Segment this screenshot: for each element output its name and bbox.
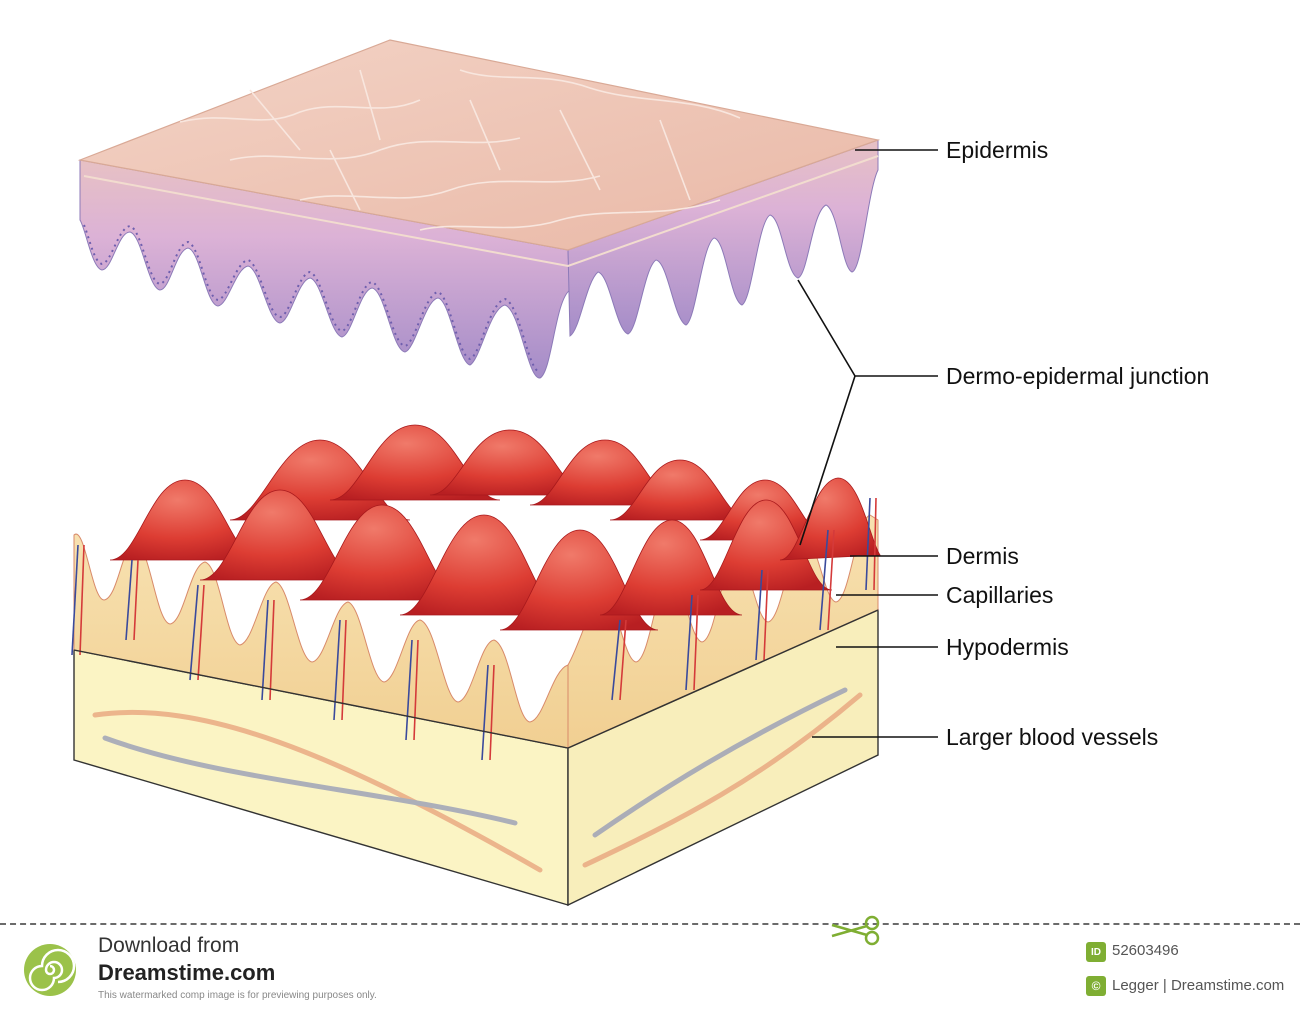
skin-layers-diagram: Epidermis Dermo-epidermal junction Dermi… [0,0,1300,920]
layer-labels: Epidermis Dermo-epidermal junction Dermi… [946,137,1209,750]
id-badge: ID [1086,942,1106,962]
label-larger-blood-vessels: Larger blood vessels [946,724,1158,750]
dermis-hypodermis-block [72,425,880,905]
label-hypodermis: Hypodermis [946,634,1069,660]
label-epidermis: Epidermis [946,137,1048,163]
leader-junction [798,280,938,376]
label-dermis: Dermis [946,543,1019,569]
scissors-icon [826,914,884,946]
author-credit: Legger | Dreamstime.com [1112,977,1284,994]
copyright-badge: © [1086,976,1106,996]
watermark-footer: Download from Dreamstime.com This waterm… [0,920,1300,1013]
epidermis-layer [80,40,878,378]
image-id: 52603496 [1112,942,1179,959]
dreamstime-brand-text[interactable]: Dreamstime.com [98,960,275,986]
label-capillaries: Capillaries [946,582,1053,608]
spiral-logo-icon [22,942,78,998]
dermal-papillae [110,425,880,630]
label-dermo-epidermal-junction: Dermo-epidermal junction [946,363,1209,389]
dashed-cut-line [0,923,1300,925]
download-from-text: Download from [98,934,239,958]
watermark-notice: This watermarked comp image is for previ… [98,990,377,1001]
